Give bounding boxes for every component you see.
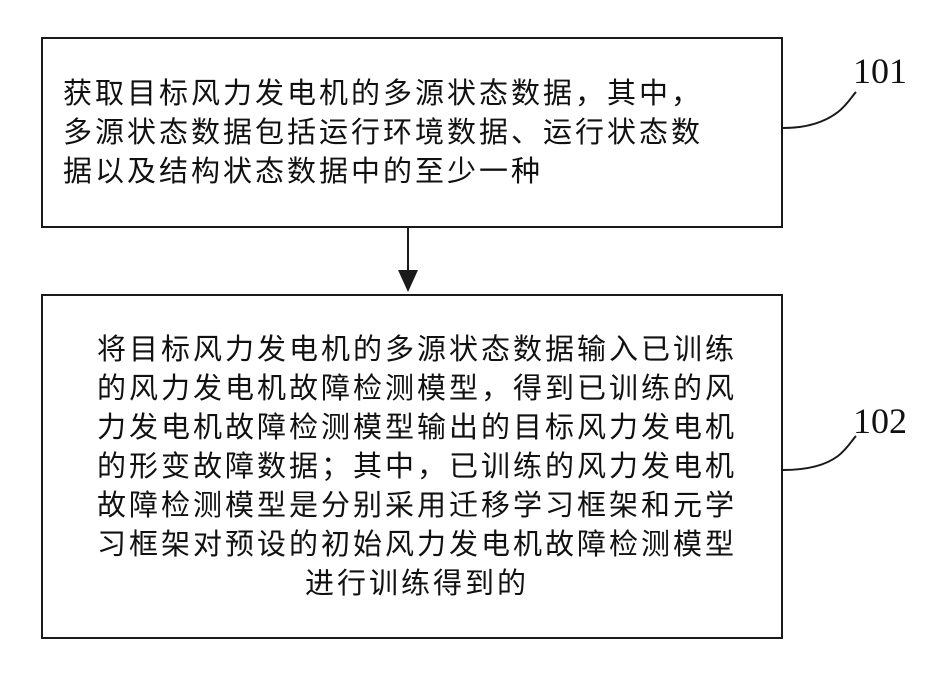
step-102-line: 习框架对预设的初始风力发电机故障检测模型 [63,525,771,564]
step-box-102: 将目标风力发电机的多源状态数据输入已训练 的风力发电机故障检测模型，得到已训练的… [41,294,783,639]
step-101-line: 多源状态数据包括运行环境数据、运行状态数 [63,113,771,152]
step-102-line: 力发电机故障检测模型输出的目标风力发电机 [63,408,771,447]
step-label-102: 102 [853,400,907,442]
step-102-line: 将目标风力发电机的多源状态数据输入已训练 [63,330,771,369]
step-box-101: 获取目标风力发电机的多源状态数据，其中， 多源状态数据包括运行环境数据、运行状态… [41,37,783,228]
step-101-line: 据以及结构状态数据中的至少一种 [63,152,771,191]
flow-arrow-head [398,270,418,292]
step-label-101: 101 [853,50,907,92]
step-102-line: 的形变故障数据；其中，已训练的风力发电机 [63,447,771,486]
step-102-line: 的风力发电机故障检测模型，得到已训练的风 [63,369,771,408]
leader-line-102 [783,436,856,470]
step-102-line: 故障检测模型是分别采用迁移学习框架和元学 [63,486,771,525]
leader-line-101 [783,92,856,128]
step-101-line: 获取目标风力发电机的多源状态数据，其中， [63,74,771,113]
step-102-line: 进行训练得到的 [63,564,771,603]
